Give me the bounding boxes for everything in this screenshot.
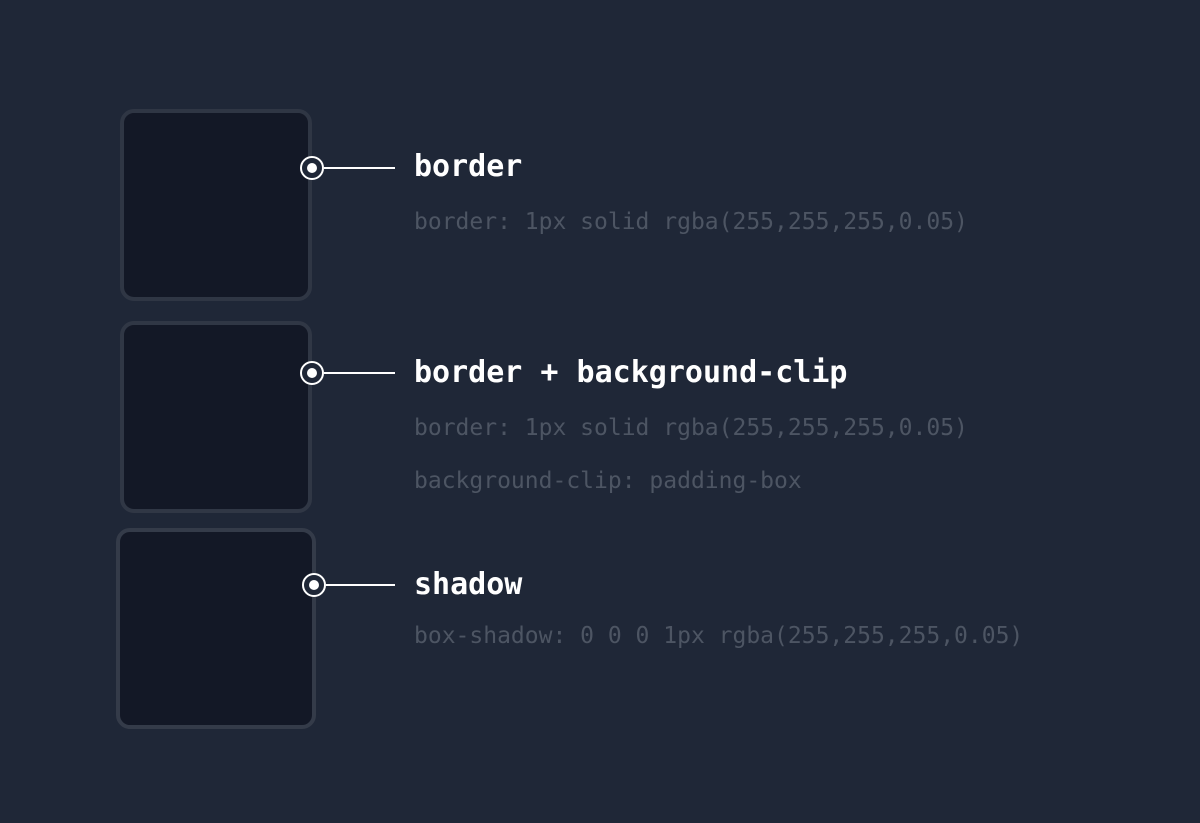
border-background-clip-example-box xyxy=(120,321,312,513)
border-example-box xyxy=(120,109,312,301)
shadow-callout-connector xyxy=(302,573,395,597)
shadow-example-code-line: box-shadow: 0 0 0 1px rgba(255,255,255,0… xyxy=(414,623,1024,649)
border-background-clip-example-title: border + background-clip xyxy=(414,355,848,390)
border-background-clip-callout-connector xyxy=(300,361,395,385)
shadow-example-title: shadow xyxy=(414,567,523,602)
callout-dot-icon xyxy=(300,156,324,180)
callout-line xyxy=(324,167,395,169)
shadow-example-box xyxy=(116,528,316,729)
border-background-clip-code-line-1: border: 1px solid rgba(255,255,255,0.05) xyxy=(414,415,968,441)
callout-line xyxy=(326,584,395,586)
callout-line xyxy=(324,372,395,374)
border-callout-connector xyxy=(300,156,395,180)
border-example-code-line: border: 1px solid rgba(255,255,255,0.05) xyxy=(414,209,968,235)
callout-dot-icon xyxy=(300,361,324,385)
border-example-title: border xyxy=(414,149,523,184)
border-background-clip-code-line-2: background-clip: padding-box xyxy=(414,468,802,494)
callout-dot-icon xyxy=(302,573,326,597)
